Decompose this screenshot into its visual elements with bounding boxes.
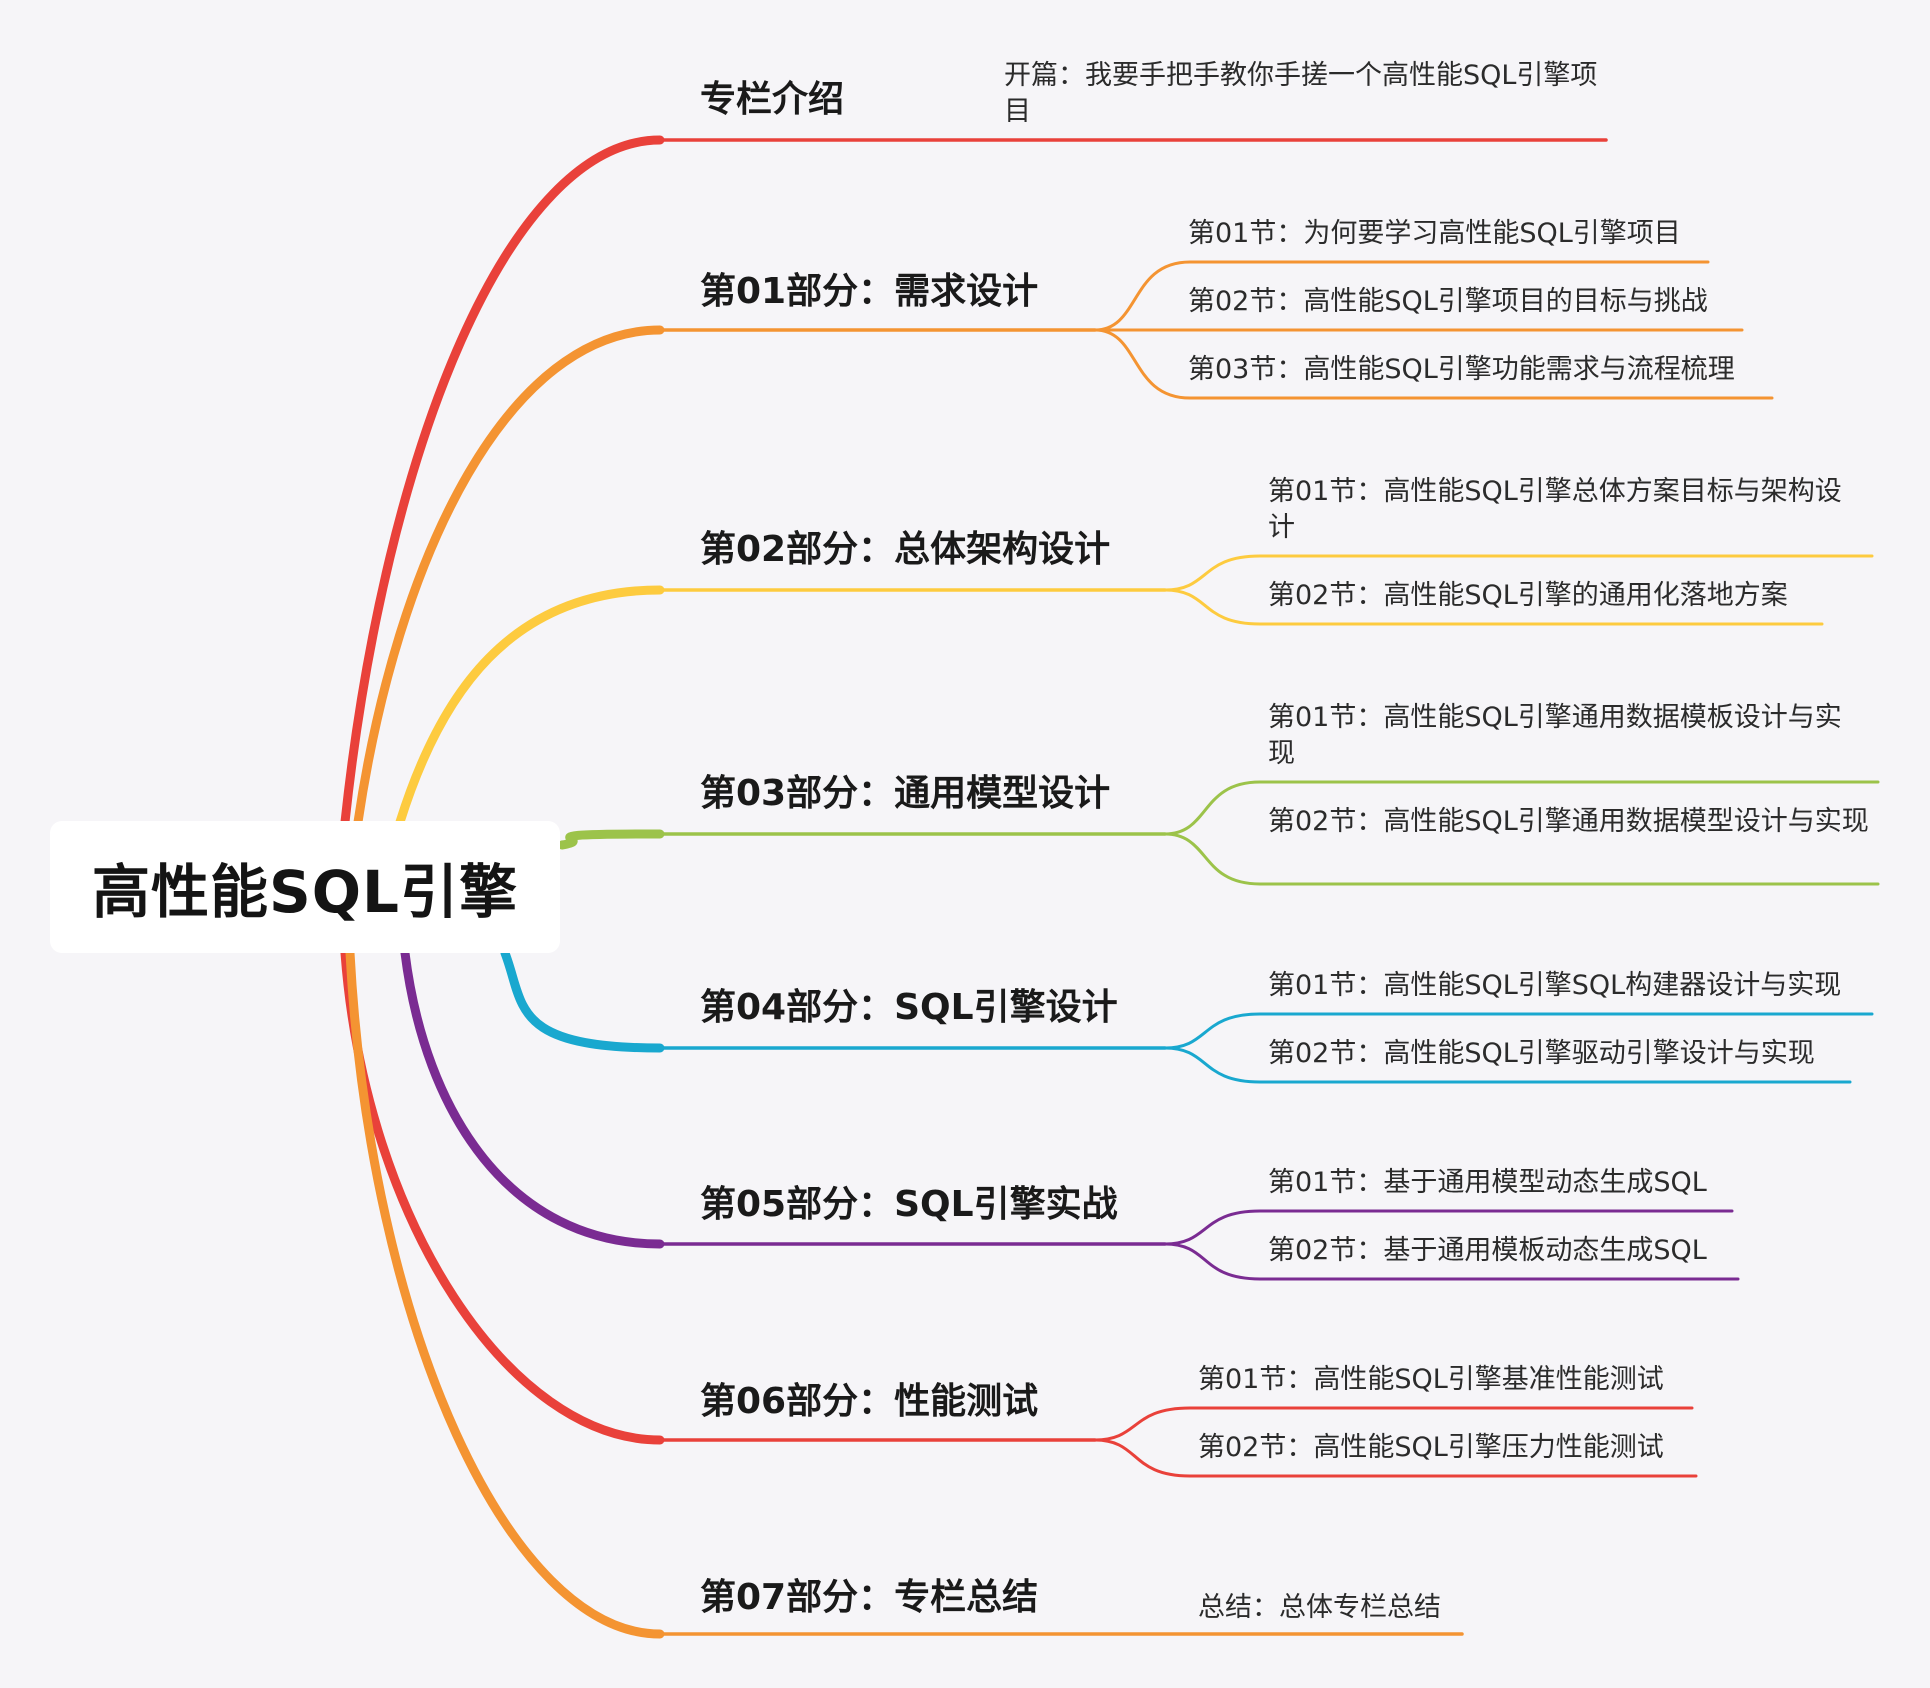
leaf-part-04-1[interactable]: 第01节：高性能SQL引擎SQL构建器设计与实现 <box>1268 970 1842 1001</box>
leaf-part-03-2[interactable]: 第02节：高性能SQL引擎通用数据模型设计与实现 <box>1268 806 1869 837</box>
leaf-part-06-1[interactable]: 第01节：高性能SQL引擎基准性能测试 <box>1198 1364 1664 1395</box>
leaf-connector <box>1093 328 1774 400</box>
root-connector <box>340 135 665 827</box>
leaf-part-04-2[interactable]: 第02节：高性能SQL引擎驱动引擎设计与实现 <box>1268 1038 1815 1069</box>
root-connector <box>395 585 665 827</box>
branch-part-02[interactable]: 第02部分：总体架构设计 <box>700 529 1111 570</box>
root-node[interactable]: 高性能SQL引擎 <box>50 821 560 953</box>
root-connector <box>340 948 665 1445</box>
leaf-part-02-1[interactable]: 第01节：高性能SQL引擎总体方案目标与架构设计 <box>1268 476 1842 543</box>
leaf-part-03-1[interactable]: 第01节：高性能SQL引擎通用数据模板设计与实现 <box>1268 702 1842 769</box>
leaf-connector <box>1163 1012 1874 1050</box>
root-label: 高性能SQL引擎 <box>91 858 519 926</box>
leaf-connector <box>1163 588 1824 626</box>
branch-part-07[interactable]: 第07部分：专栏总结 <box>700 1577 1039 1618</box>
leaf-connector <box>1093 1438 1698 1478</box>
leaf-part-01-3[interactable]: 第03节：高性能SQL引擎功能需求与流程梳理 <box>1188 354 1735 385</box>
leaf-connector <box>1093 260 1710 332</box>
leaf-part-01-1[interactable]: 第01节：为何要学习高性能SQL引擎项目 <box>1188 218 1681 249</box>
leaf-connector <box>1163 1242 1740 1281</box>
branch-part-03[interactable]: 第03部分：通用模型设计 <box>700 773 1111 814</box>
branch-intro[interactable]: 专栏介绍 <box>700 79 845 120</box>
branch-part-04[interactable]: 第04部分：SQL引擎设计 <box>700 987 1118 1028</box>
branch-part-05[interactable]: 第05部分：SQL引擎实战 <box>700 1184 1118 1225</box>
root-connector <box>353 325 665 827</box>
leaf-connector <box>1163 832 1880 886</box>
leaf-connector <box>1163 1046 1852 1084</box>
root-connector <box>345 948 665 1639</box>
leaf-part-01-2[interactable]: 第02节：高性能SQL引擎项目的目标与挑战 <box>1188 286 1708 317</box>
leaf-connector <box>1093 1406 1694 1442</box>
leaf-intro-1[interactable]: 开篇：我要手把手教你手搓一个高性能SQL引擎项目 <box>1004 60 1598 127</box>
leaf-part-05-2[interactable]: 第02节：基于通用模板动态生成SQL <box>1268 1235 1707 1266</box>
leaf-connector <box>1163 780 1880 836</box>
leaf-connector <box>1163 554 1874 592</box>
branch-part-01[interactable]: 第01部分：需求设计 <box>700 271 1039 312</box>
leaf-part-06-2[interactable]: 第02节：高性能SQL引擎压力性能测试 <box>1198 1432 1664 1463</box>
root-connector <box>557 829 665 850</box>
branch-part-06[interactable]: 第06部分：性能测试 <box>700 1381 1039 1422</box>
root-connector <box>500 948 665 1053</box>
leaf-part-05-1[interactable]: 第01节：基于通用模型动态生成SQL <box>1268 1167 1707 1198</box>
leaf-part-02-2[interactable]: 第02节：高性能SQL引擎的通用化落地方案 <box>1268 580 1788 611</box>
leaf-part-07-1[interactable]: 总结：总体专栏总结 <box>1198 1592 1441 1623</box>
root-connector <box>400 948 665 1249</box>
leaf-connector <box>1163 1209 1734 1246</box>
